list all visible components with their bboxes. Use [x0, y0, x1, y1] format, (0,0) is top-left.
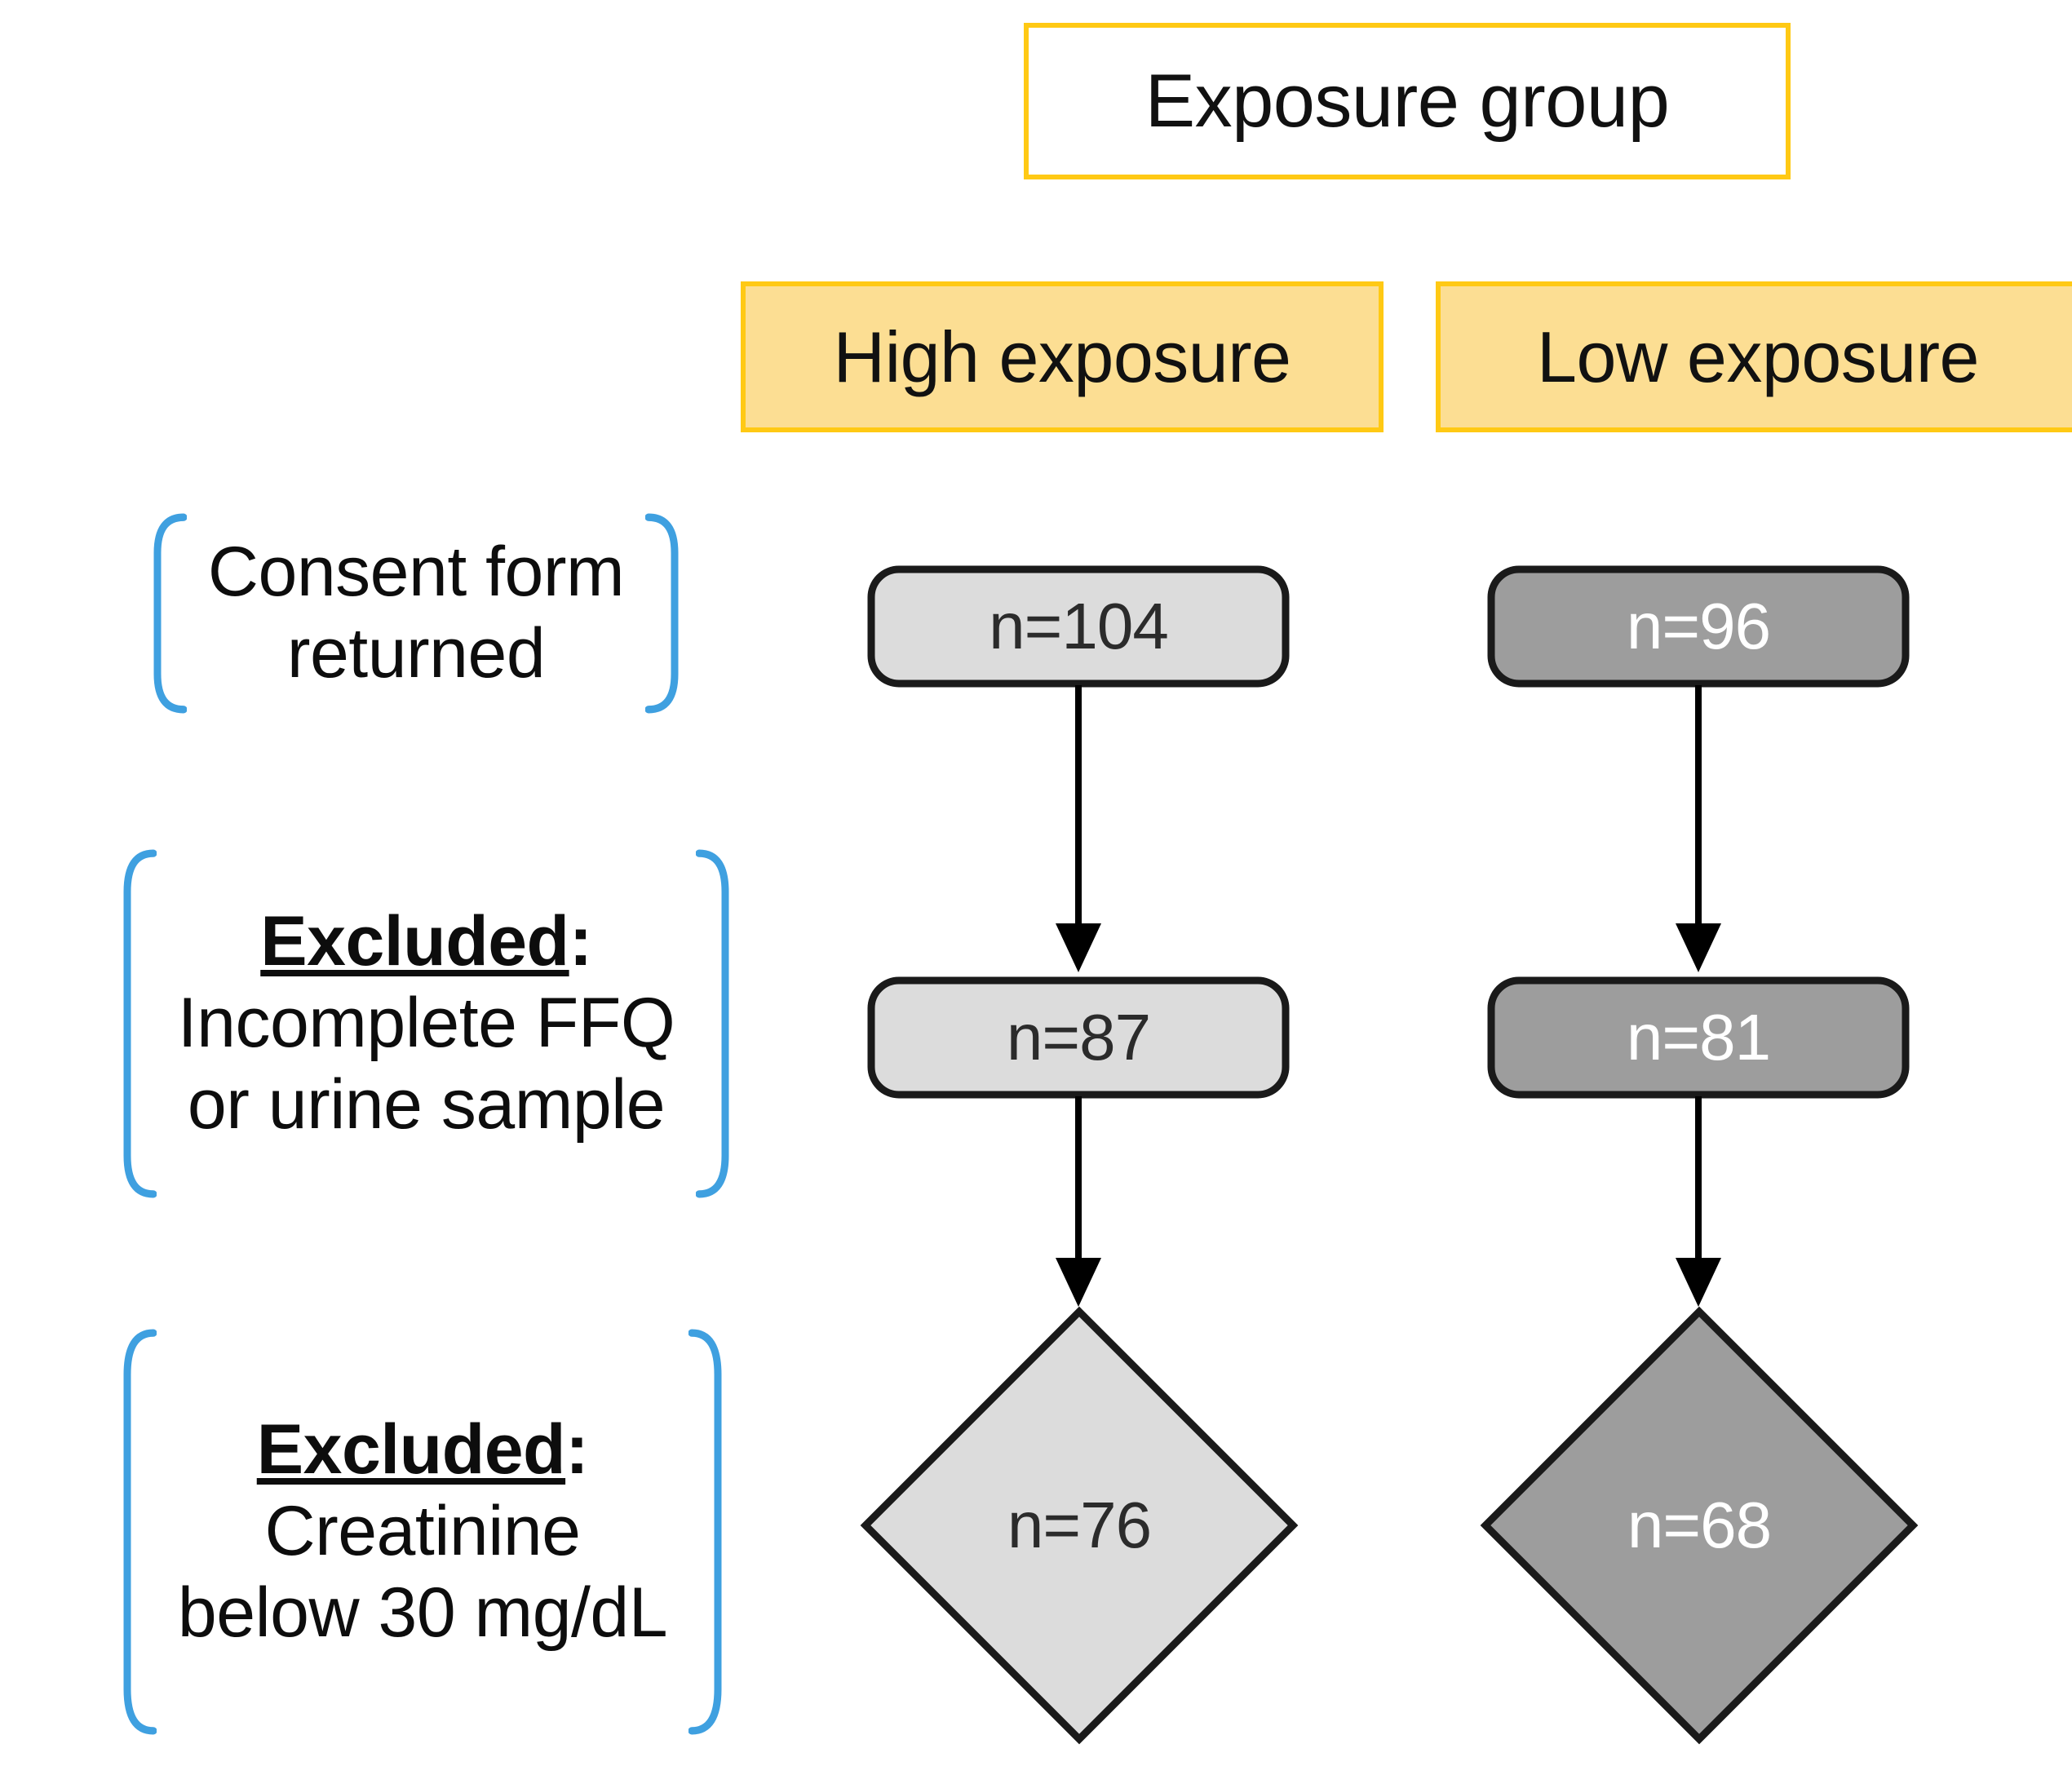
- exposure-group-title-box: Exposure group: [1024, 23, 1791, 179]
- node-low-consent-count[interactable]: n=96: [1486, 564, 1910, 688]
- stage-ffq-heading-word: Excluded: [260, 902, 569, 981]
- stage-consent-text: Consent form returned: [187, 532, 645, 695]
- stage-ffq-heading-colon: :: [569, 902, 593, 981]
- bracket-left-icon: [149, 512, 187, 715]
- bracket-right-icon: [688, 1328, 726, 1736]
- stage-creatinine-text: Excluded: Creatinine below 30 mg/dL: [157, 1410, 688, 1653]
- stage-consent-line-2: returned: [286, 614, 546, 693]
- column-header-high-exposure-label: High exposure: [833, 316, 1291, 397]
- bracket-left-icon: [119, 848, 157, 1199]
- column-header-low-exposure: Low exposure: [1436, 281, 2072, 432]
- node-low-ffq-count[interactable]: n=81: [1486, 976, 1910, 1100]
- column-header-low-exposure-label: Low exposure: [1537, 316, 1979, 397]
- bracket-left-icon: [119, 1328, 157, 1736]
- stage-creatinine-heading-word: Excluded: [256, 1410, 566, 1489]
- stage-ffq-heading: Excluded:: [178, 901, 675, 983]
- stage-label-excluded-incomplete-ffq: Excluded: Incomplete FFQ or urine sample: [24, 848, 828, 1199]
- node-low-creatinine-count[interactable]: n=68: [1479, 1305, 1919, 1746]
- stage-label-excluded-creatinine: Excluded: Creatinine below 30 mg/dL: [15, 1328, 830, 1736]
- node-high-consent-count[interactable]: n=104: [866, 564, 1291, 688]
- stage-ffq-line-2: or urine sample: [187, 1064, 666, 1144]
- stage-ffq-text: Excluded: Incomplete FFQ or urine sample: [157, 901, 697, 1145]
- arrow-high-consent-to-ffq: [1054, 685, 1103, 982]
- stage-ffq-line-1: Incomplete FFQ: [177, 984, 675, 1063]
- arrow-low-consent-to-ffq: [1674, 685, 1723, 982]
- column-header-high-exposure: High exposure: [741, 281, 1384, 432]
- bracket-right-icon: [645, 512, 683, 715]
- stage-creatinine-line-1: Creatinine: [264, 1492, 581, 1571]
- page-title: Exposure group: [1144, 60, 1670, 143]
- arrow-high-ffq-to-creatinine: [1054, 1096, 1103, 1313]
- arrow-low-ffq-to-creatinine: [1674, 1096, 1723, 1313]
- node-high-ffq-count[interactable]: n=87: [866, 976, 1291, 1100]
- stage-consent-line-1: Consent form: [207, 533, 625, 612]
- node-high-creatinine-count[interactable]: n=76: [859, 1305, 1299, 1746]
- stage-label-consent-form-returned: Consent form returned: [24, 512, 808, 715]
- stage-creatinine-heading: Excluded:: [178, 1410, 667, 1491]
- stage-creatinine-heading-colon: :: [565, 1410, 589, 1489]
- stage-creatinine-line-2: below 30 mg/dL: [177, 1573, 668, 1652]
- bracket-right-icon: [696, 848, 733, 1199]
